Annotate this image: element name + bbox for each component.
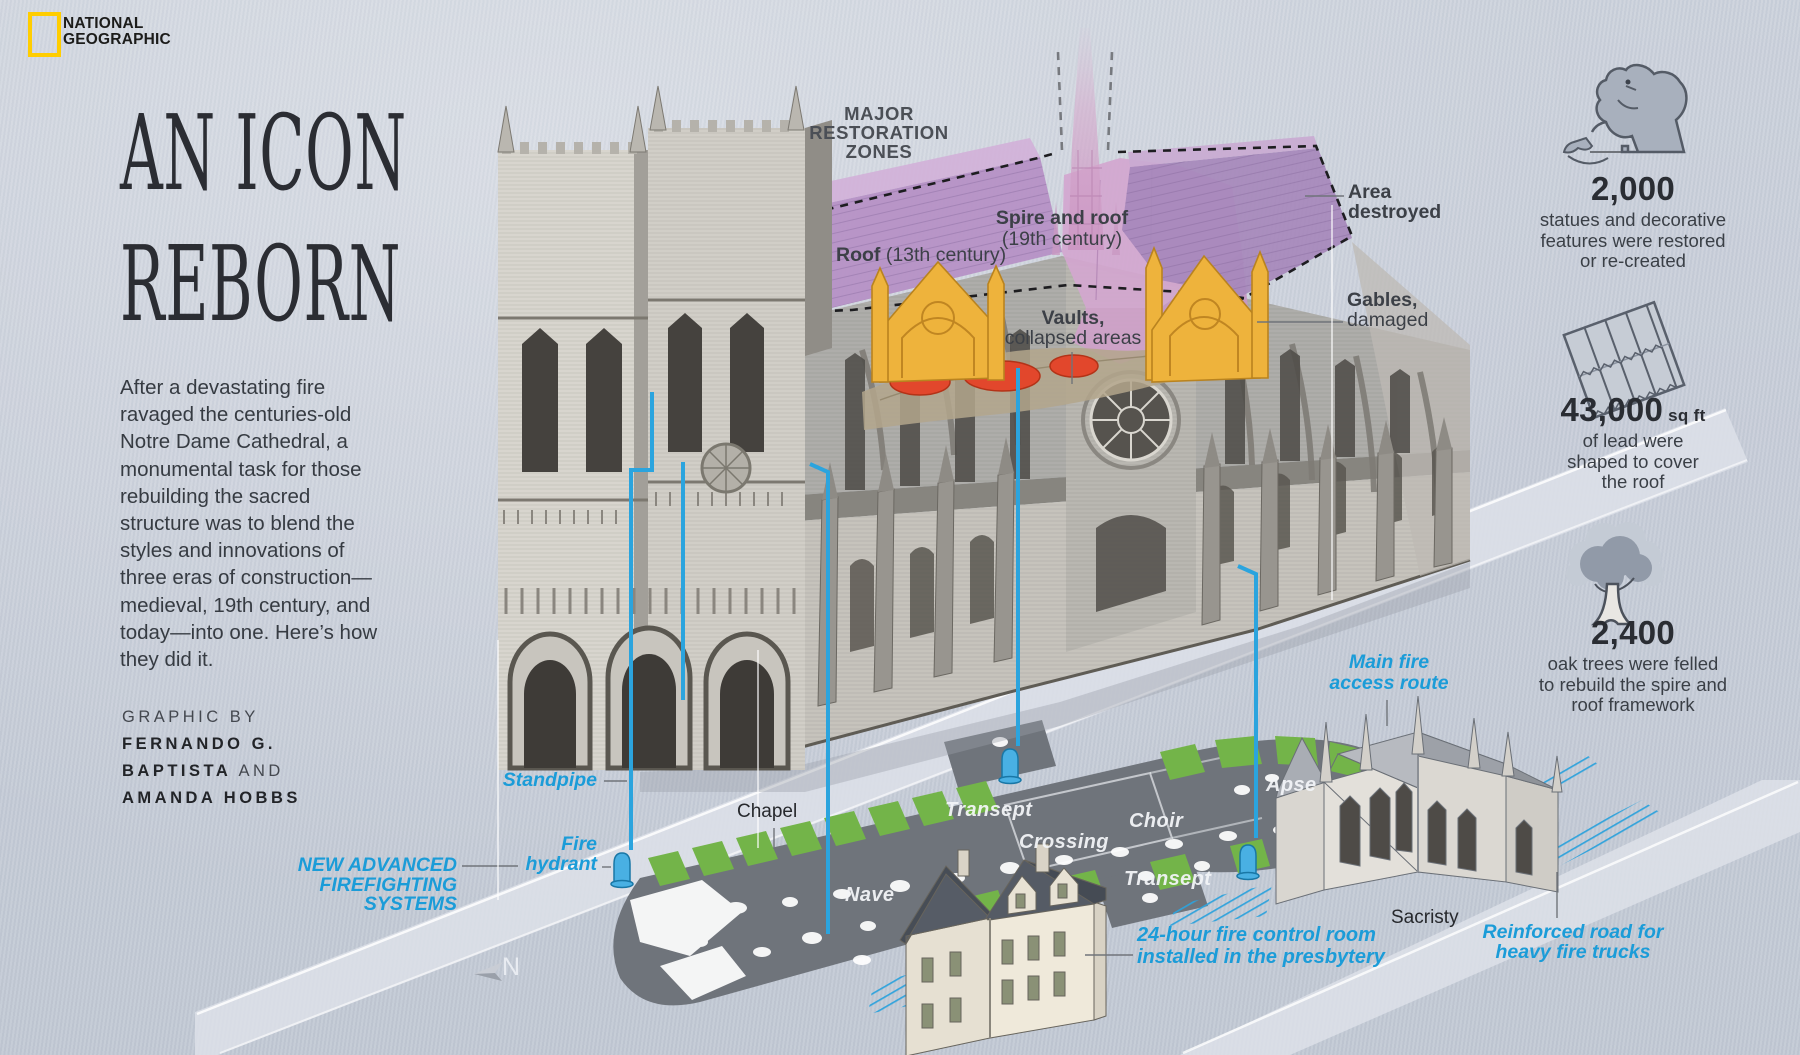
title-line2: REBORN <box>120 223 402 346</box>
reinforced-road-label: Reinforced road for heavy fire trucks <box>1482 921 1664 963</box>
fire-hydrant-icon <box>610 748 1260 889</box>
stat-statues-value: 2,000 <box>1590 170 1676 207</box>
fire-hydrant-label: Fire hydrant <box>525 833 597 875</box>
credit-name-1: FERNANDO G. <box>122 735 276 753</box>
compass-arrow <box>474 962 503 981</box>
gables-label: Gables, damaged <box>1347 289 1429 331</box>
credit-prefix: GRAPHIC BY <box>122 708 259 726</box>
sacristy-building <box>1275 695 1563 905</box>
west-towers <box>497 85 832 771</box>
credit-name-3: AMANDA HOBBS <box>122 789 301 807</box>
intro-paragraph: After a devastating fire ravaged the cen… <box>120 376 378 672</box>
spire-19th-label: Spire and roof (19th century) <box>995 207 1129 250</box>
plan-transept-north-label: Transept <box>945 799 1033 821</box>
stat-oak: 2,400 oak trees were felled to rebuild t… <box>1538 616 1728 716</box>
area-destroyed-label: Area destroyed <box>1348 181 1442 223</box>
logo-line2: GEOGRAPHIC <box>63 30 171 48</box>
logo-line1: NATIONAL <box>63 15 144 32</box>
lead-sheets-icon <box>1562 300 1686 420</box>
spire <box>1052 28 1120 255</box>
stat-statues: 2,000 statues and decorative features we… <box>1538 172 1728 272</box>
presbytery-building <box>899 843 1107 1055</box>
stat-oak-desc: oak trees were felled to rebuild the spi… <box>1538 653 1728 715</box>
plan-chapel-label: Chapel <box>737 801 798 822</box>
compass-north-label: N <box>502 953 521 981</box>
stat-statues-desc: statues and decorative features were res… <box>1539 209 1727 271</box>
gargoyle-icon <box>1562 63 1688 165</box>
plan-nave-label: Nave <box>845 884 895 906</box>
drop-lines <box>497 205 1333 900</box>
page-title: AN ICON REBORN <box>120 88 407 350</box>
plan-choir-label: Choir <box>1129 810 1184 832</box>
firefighting-pipes <box>629 368 1258 934</box>
title-line1: AN ICON <box>120 92 407 214</box>
restoration-roof-destroyed <box>1122 136 1352 296</box>
firefighting-systems-label: NEW ADVANCED FIREFIGHTING SYSTEMS <box>297 854 457 915</box>
plan-apse-label: Apse <box>1266 774 1317 796</box>
credits-block: GRAPHIC BY FERNANDO G. BAPTISTA AND AMAN… <box>122 704 301 812</box>
oak-tree-icon <box>1566 522 1664 626</box>
stat-lead-desc: of lead were shaped to cover the roof <box>1567 430 1699 492</box>
stat-oak-value: 2,400 <box>1590 614 1676 651</box>
roof-13th-label: Roof (13th century) <box>836 244 1007 266</box>
damaged-gables <box>871 245 1269 383</box>
plan-transept-south-label: Transept <box>1124 868 1212 890</box>
natgeo-logo-text: NATIONAL GEOGRAPHIC <box>63 16 171 47</box>
natgeo-logo-frame <box>28 12 61 57</box>
vaults-label: Vaults, collapsed areas <box>1004 307 1142 349</box>
credit-line-2: BAPTISTA AND <box>122 762 284 780</box>
fire-control-room-label: 24-hour fire control room installed in t… <box>1137 924 1385 968</box>
plan-crossing-label: Crossing <box>1019 831 1109 853</box>
standpipe-label: Standpipe <box>502 769 597 791</box>
facade-portals <box>507 625 791 771</box>
zones-heading: MAJOR RESTORATION ZONES <box>809 103 949 162</box>
plan-sacristy-label: Sacristy <box>1391 907 1459 928</box>
main-fire-access-label: Main fire access route <box>1329 651 1449 694</box>
